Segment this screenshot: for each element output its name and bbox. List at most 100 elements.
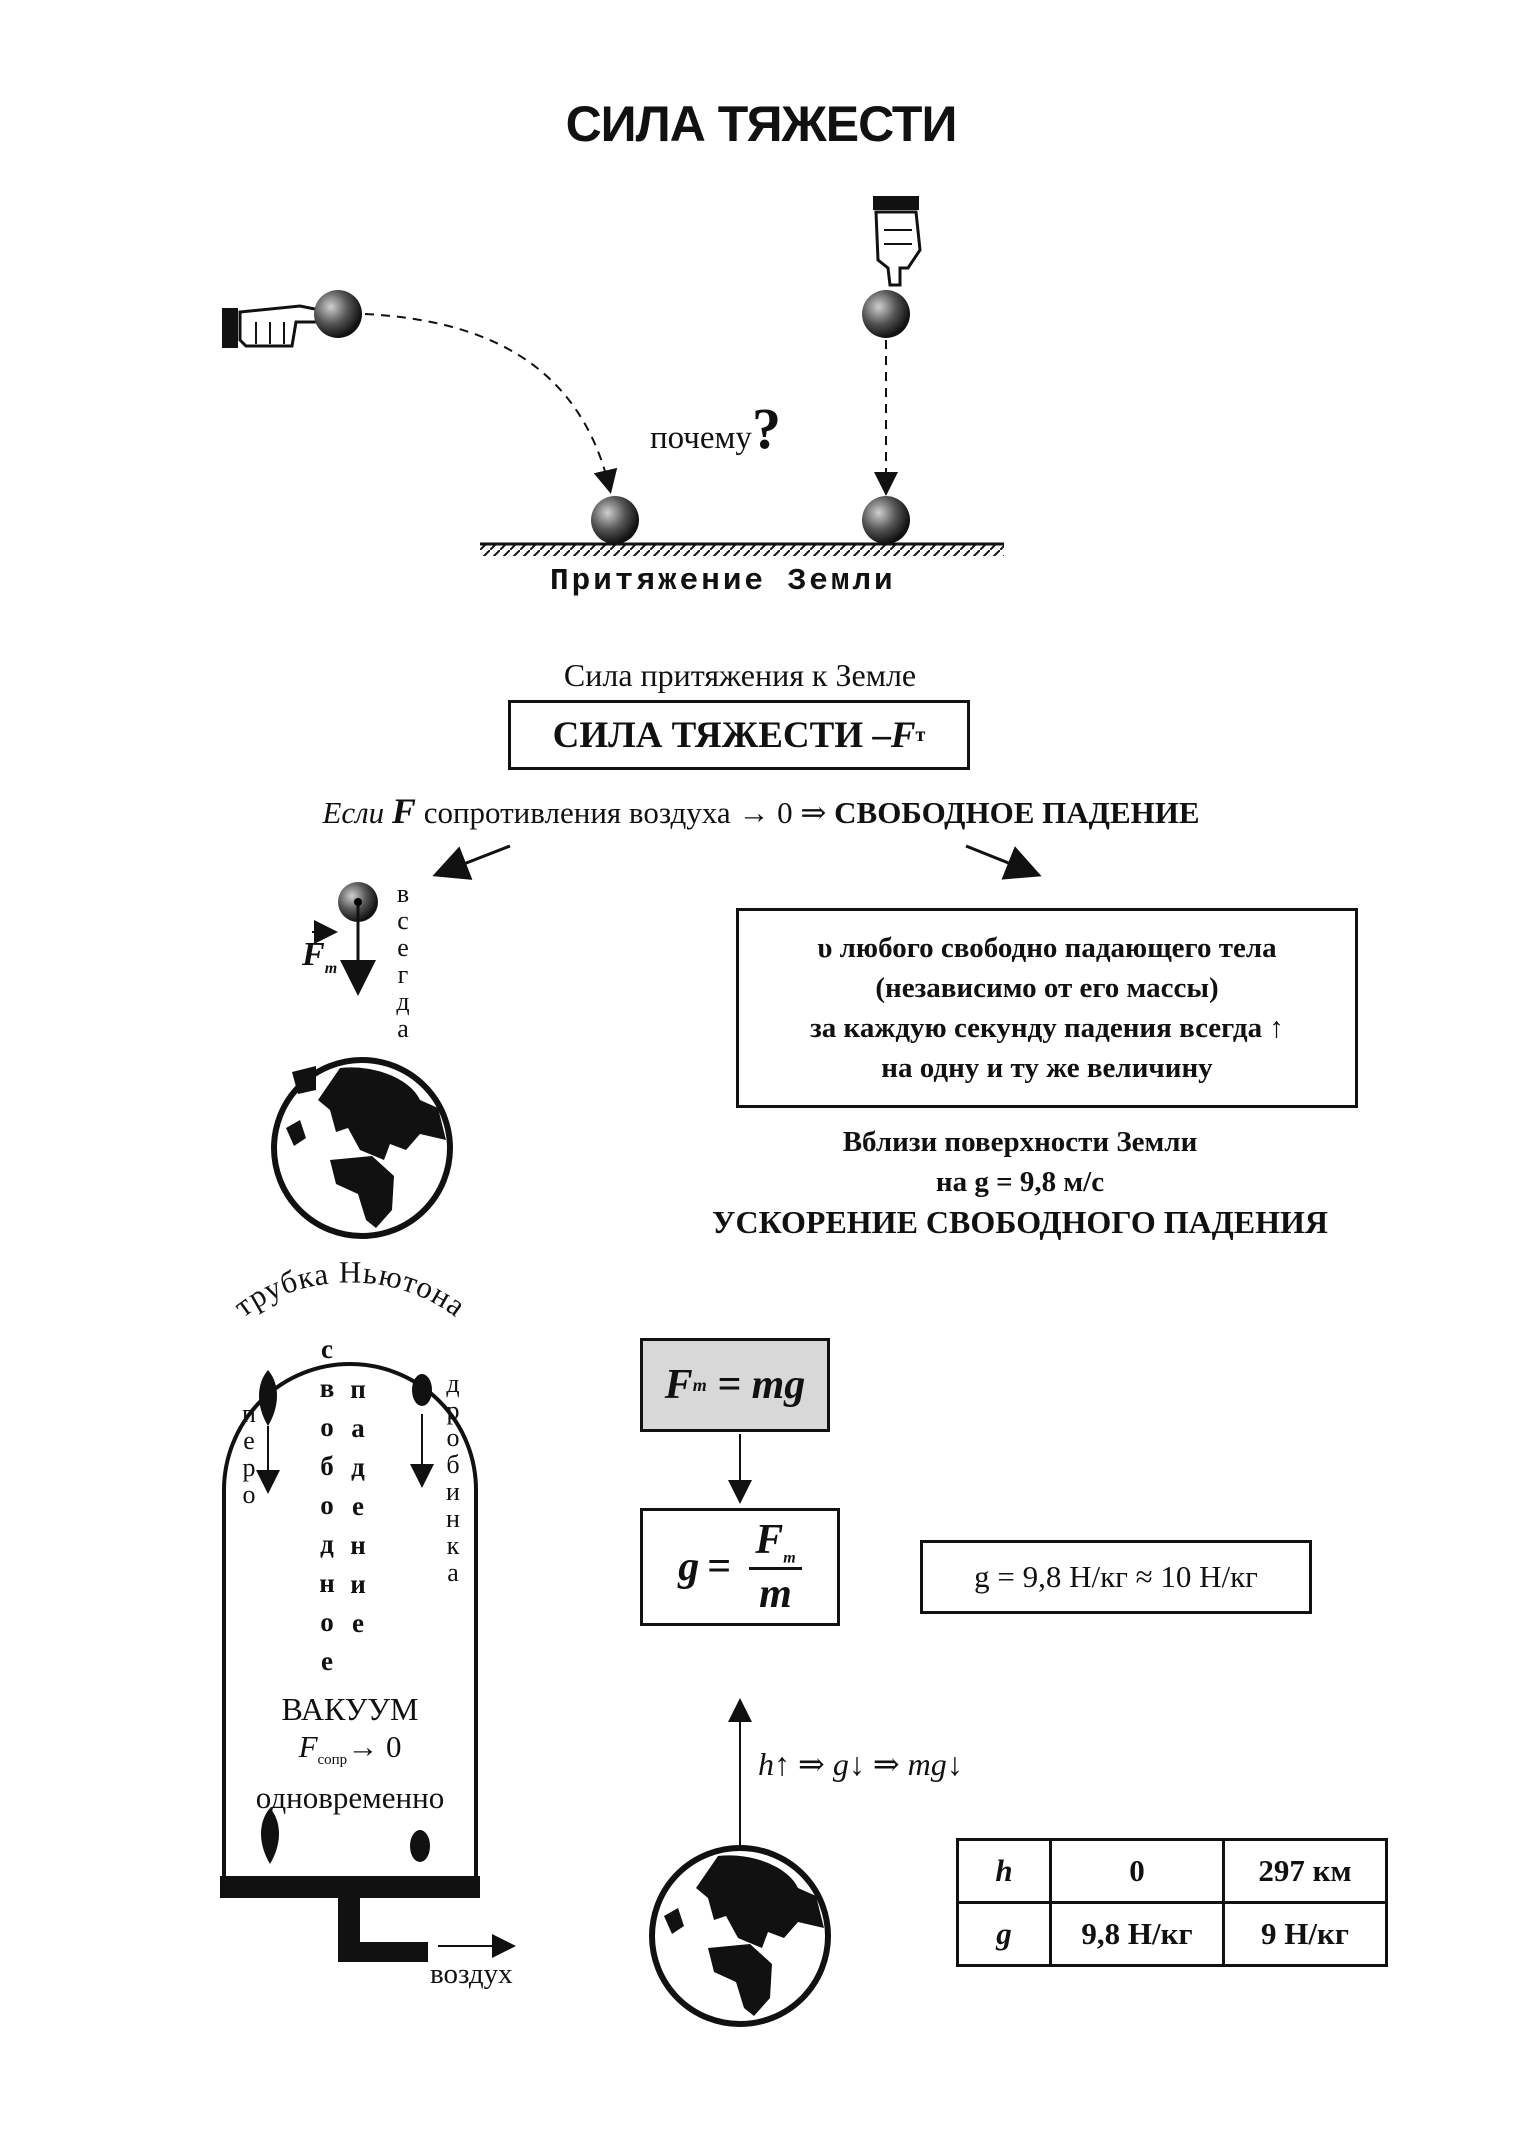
vertical-letter: к xyxy=(446,1531,460,1560)
velocity-line: на одну и ту же величину xyxy=(881,1052,1213,1084)
f2-num: F xyxy=(755,1516,784,1563)
f2-num-sub: т xyxy=(783,1549,796,1567)
vertical-letter: н xyxy=(350,1530,366,1560)
feather-icon xyxy=(259,1370,277,1426)
near-surface-text: Вблизи поверхности Земли на g = 9,8 м/с … xyxy=(640,1122,1400,1242)
velocity-line: υ любого свободно падающего тела xyxy=(817,932,1277,964)
page-title: СИЛА ТЯЖЕСТИ xyxy=(565,96,958,152)
vacuum-label: ВАКУУМ xyxy=(281,1691,419,1727)
vertical-letter: о xyxy=(320,1490,334,1520)
vertical-letter: п xyxy=(242,1399,256,1428)
ball-icon xyxy=(862,290,910,338)
near-surface-line3: УСКОРЕНИЕ СВОБОДНОГО ПАДЕНИЯ xyxy=(712,1204,1328,1240)
earth-attraction-label: Притяжение Земли xyxy=(550,564,896,599)
air-label: воздух xyxy=(430,1958,513,1990)
force-label: Fт xyxy=(302,936,337,978)
f2-den: m xyxy=(759,1571,792,1618)
f-resist-tail: → 0 xyxy=(347,1729,402,1764)
simultaneously-label: одновременно xyxy=(255,1780,445,1816)
pointing-down-hand-icon xyxy=(873,196,922,287)
why-text: почему xyxy=(650,420,752,456)
vacuum-block: ВАКУУМ Fсопр→ 0 одновременно xyxy=(220,1690,480,1817)
table-row: h 0 297 км xyxy=(956,1838,1388,1904)
vertical-letter: а xyxy=(351,1413,365,1443)
earth-globe-icon xyxy=(271,1057,453,1239)
near-surface-line1: Вблизи поверхности Земли xyxy=(842,1126,1198,1158)
vertical-letter: и xyxy=(446,1477,460,1506)
near-surface-line2: на g = 9,8 м/с xyxy=(935,1166,1105,1198)
pellet-icon xyxy=(410,1830,430,1862)
feather-icon xyxy=(261,1808,279,1864)
vertical-letter: б xyxy=(320,1451,334,1481)
vertical-letter: о xyxy=(242,1480,256,1509)
ball-icon xyxy=(862,496,910,544)
vertical-letter: о xyxy=(446,1423,460,1452)
vertical-letter: е xyxy=(243,1426,255,1455)
why-question: почему? xyxy=(650,395,781,462)
ball-icon xyxy=(591,496,639,544)
table-row: g 9,8 Н/кг 9 Н/кг xyxy=(956,1901,1388,1967)
vertical-letter: д xyxy=(446,1369,460,1398)
vertical-letter: п xyxy=(350,1374,366,1404)
vertical-letter: р xyxy=(446,1396,460,1425)
vertical-letter: а xyxy=(447,1558,459,1587)
vertical-letter: д xyxy=(320,1529,334,1559)
earth-globe-icon xyxy=(649,1845,831,2027)
table-cell: 9 Н/кг xyxy=(1222,1901,1388,1967)
velocity-line: (независимо от его массы) xyxy=(875,972,1219,1004)
height-relation: h↑ ⇒ g↓ ⇒ mg↓ xyxy=(758,1746,963,1782)
f1-rest: = mg xyxy=(706,1362,806,1408)
vertical-letter: е xyxy=(397,933,409,962)
vertical-letter: г xyxy=(397,960,409,989)
freefall-condition: Если F сопротивления воздуха → 0 ⇒ СВОБО… xyxy=(0,790,1522,832)
pellet-icon xyxy=(412,1374,432,1406)
freefall-middle: сопротивления воздуха → 0 ⇒ xyxy=(415,795,835,830)
force-label-sub: т xyxy=(324,959,338,977)
formula-g: g= Fт m xyxy=(640,1508,840,1626)
vertical-letter: б xyxy=(446,1450,460,1479)
gravity-box-symbol: F xyxy=(890,714,916,756)
table-cell: 9,8 Н/кг xyxy=(1049,1901,1225,1967)
formula-g-value: g = 9,8 Н/кг ≈ 10 Н/кг xyxy=(920,1540,1312,1614)
f2-g: g xyxy=(678,1544,700,1590)
table-cell: 297 км xyxy=(1222,1838,1388,1904)
vertical-letter: р xyxy=(242,1453,256,1482)
f1-sub: т xyxy=(692,1374,707,1395)
newton-tube xyxy=(220,1362,516,1962)
vertical-letter: о xyxy=(320,1607,334,1637)
gravity-box-text: СИЛА ТЯЖЕСТИ – xyxy=(552,714,891,756)
newton-tube-label: трубка Ньютона xyxy=(227,1255,473,1324)
pointing-hand-icon xyxy=(222,304,334,348)
vertical-letter: д xyxy=(396,987,410,1016)
vertical-letter: с xyxy=(397,906,409,935)
table-cell: 0 xyxy=(1049,1838,1225,1904)
height-g-table: h 0 297 км g 9,8 Н/кг 9 Н/кг xyxy=(956,1838,1388,1967)
vertical-letter: с xyxy=(321,1334,333,1364)
f2-numerator: Fт xyxy=(749,1516,802,1571)
vertical-letter: н xyxy=(446,1504,460,1533)
f-resist: Fсопр→ 0 xyxy=(220,1728,480,1779)
freefall-f: F xyxy=(391,791,416,831)
vertical-letter: е xyxy=(352,1608,364,1638)
vertical-letter: н xyxy=(319,1568,335,1598)
velocity-line: за каждую секунду падения всегда ↑ xyxy=(810,1012,1284,1044)
attraction-caption: Сила притяжения к Земле xyxy=(563,657,917,693)
vertical-letter: в xyxy=(319,1373,335,1403)
f2-fraction: Fт m xyxy=(749,1516,802,1618)
table-row-label: h xyxy=(956,1838,1052,1904)
f-resist-sub: сопр xyxy=(317,1752,348,1769)
vertical-letter: е xyxy=(321,1646,333,1676)
vertical-letter: о xyxy=(320,1412,334,1442)
vertical-letter: е xyxy=(352,1491,364,1521)
table-row-label: g xyxy=(956,1901,1052,1967)
f-resist-symbol: F xyxy=(298,1729,318,1764)
freefall-if: Если xyxy=(322,795,385,830)
